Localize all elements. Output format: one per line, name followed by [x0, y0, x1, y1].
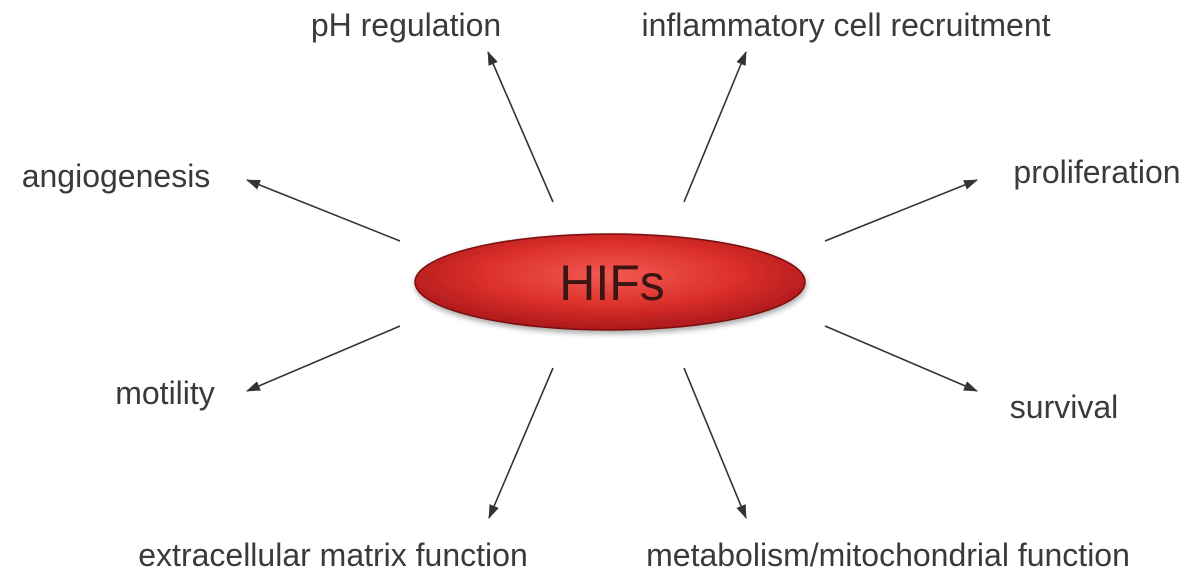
hifs-label: HIFs	[559, 255, 665, 311]
label-metabolism-mitochondrial-function: metabolism/mitochondrial function	[646, 537, 1130, 573]
label-ph-regulation: pH regulation	[311, 7, 501, 43]
arrow-inflammatory-cell-recruitment	[683, 51, 747, 203]
arrow-angiogenesis	[246, 179, 401, 242]
label-motility: motility	[115, 375, 215, 411]
label-extracellular-matrix-function: extracellular matrix function	[138, 537, 527, 573]
label-proliferation: proliferation	[1013, 154, 1180, 190]
arrow-proliferation	[824, 179, 978, 242]
label-inflammatory-cell-recruitment: inflammatory cell recruitment	[642, 7, 1051, 43]
arrow-metabolism-mitochondrial-function	[683, 367, 747, 519]
arrow-motility	[246, 325, 401, 392]
arrow-survival	[824, 325, 978, 392]
label-survival: survival	[1010, 389, 1118, 425]
label-angiogenesis: angiogenesis	[22, 158, 211, 194]
arrow-extracellular-matrix-function	[488, 367, 554, 519]
hifs-ellipse	[414, 233, 806, 331]
arrow-ph-regulation	[487, 51, 554, 203]
